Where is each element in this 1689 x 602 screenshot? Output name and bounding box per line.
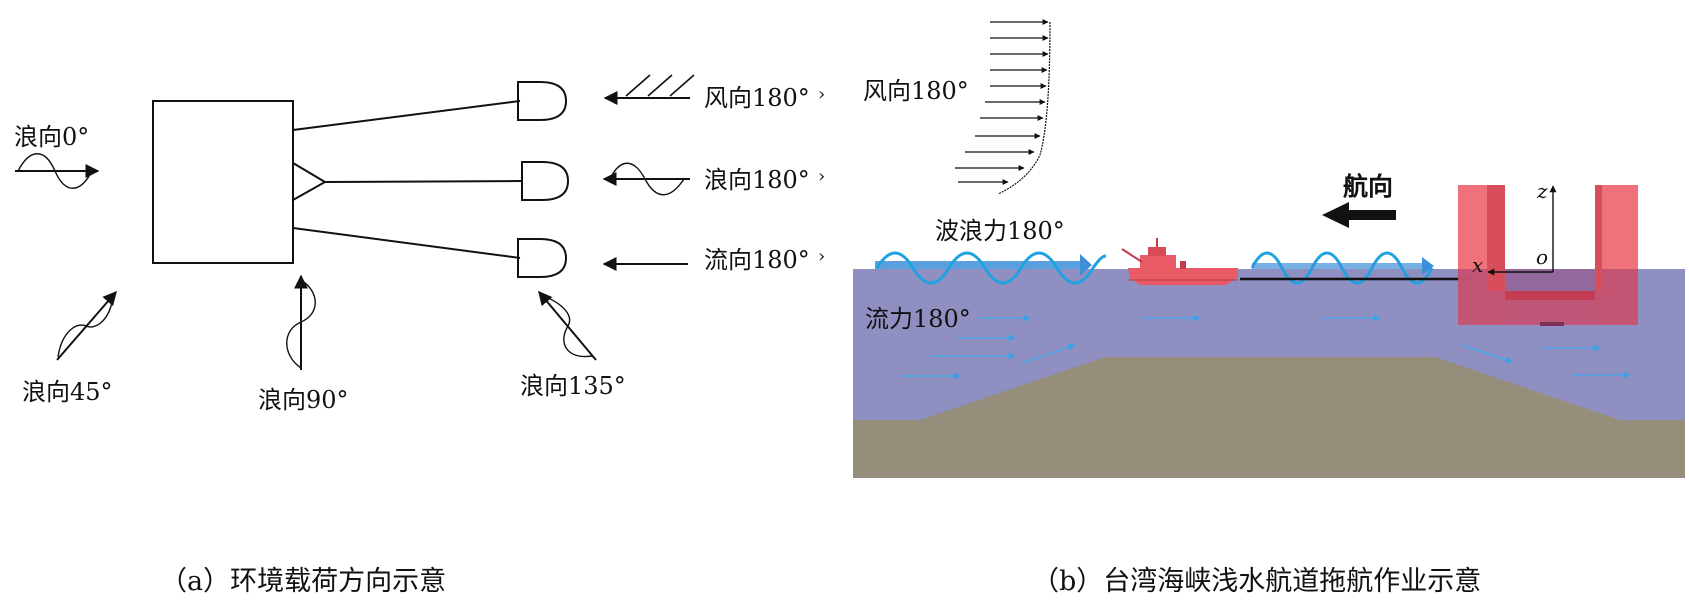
wave-45-sine — [57, 295, 114, 358]
panel-a-diagram — [15, 74, 695, 370]
wind-hatch-2 — [647, 74, 673, 97]
label-axis-o: o — [1536, 245, 1548, 269]
seabed — [853, 357, 1685, 478]
label-heading: 航向 — [1343, 172, 1393, 201]
tug-shape-middle — [521, 161, 570, 201]
label-wind-180: 风向180° — [704, 84, 810, 112]
wave-force-arrowhead — [1080, 254, 1092, 276]
label-wave-0: 浪向0° — [14, 123, 89, 151]
label-wave-135: 浪向135° — [520, 372, 626, 400]
wave-force-band — [875, 261, 1083, 269]
dock-wall-right — [1595, 185, 1638, 325]
heading-arrow — [1322, 202, 1396, 228]
wave-180-sine — [609, 162, 685, 196]
tug-boat — [1121, 238, 1238, 285]
tug-hull — [1128, 268, 1238, 285]
wave-0-sine — [17, 153, 93, 189]
label-current-force: 流力180° — [865, 305, 971, 333]
tug-boom — [1121, 248, 1143, 263]
dock-inner-right — [1595, 185, 1602, 291]
label-current-180-mark: › — [818, 246, 825, 267]
dock-inner-left — [1487, 185, 1505, 291]
tug-cabin — [1140, 255, 1176, 269]
wind-profile-curve — [997, 21, 1051, 195]
wind-hatch-1 — [625, 74, 651, 97]
tug-shape-bottom — [517, 238, 568, 278]
panel-b-scene — [853, 19, 1685, 478]
caption-a: （a）环境载荷方向示意 — [160, 566, 446, 597]
floating-dock — [1458, 185, 1638, 326]
dock-deck — [1505, 291, 1595, 300]
label-axis-z: z — [1536, 179, 1548, 203]
tow-line-bottom — [292, 227, 521, 259]
label-current-180: 流向180° — [704, 246, 810, 274]
label-wave-90: 浪向90° — [258, 386, 349, 414]
wave-force-right-arrowhead — [1422, 257, 1434, 275]
tug-shape-top — [517, 81, 568, 121]
label-wind-b: 风向180° — [863, 77, 969, 105]
dock-keel — [1540, 322, 1564, 326]
barge-box — [152, 100, 294, 264]
tug-stack — [1180, 261, 1186, 269]
current-arrow — [1021, 343, 1076, 364]
current-arrows — [900, 314, 1631, 380]
label-wave-force: 波浪力180° — [935, 217, 1065, 245]
wave-90-sine — [286, 279, 316, 369]
label-axis-x: x — [1472, 253, 1483, 277]
wind-hatch-3 — [669, 74, 695, 97]
wave-135-sine — [541, 295, 593, 358]
label-wave-45: 浪向45° — [22, 378, 113, 406]
tow-line-top — [292, 100, 521, 131]
label-wave-180: 浪向180° — [704, 166, 810, 194]
barge-bow — [292, 162, 327, 201]
tow-line-middle — [324, 180, 523, 183]
wave-force-band-right — [1252, 263, 1424, 269]
label-wave-180-mark: › — [818, 166, 825, 187]
current-arrow — [1461, 344, 1513, 364]
wave-line-left — [875, 251, 1107, 285]
wind-profile — [955, 19, 1051, 195]
dock-floor — [1505, 300, 1595, 325]
tug-bridge — [1148, 247, 1166, 256]
label-wind-180-mark: › — [818, 84, 825, 105]
caption-b: （b）台湾海峡浅水航道拖航作业示意 — [1032, 566, 1481, 597]
